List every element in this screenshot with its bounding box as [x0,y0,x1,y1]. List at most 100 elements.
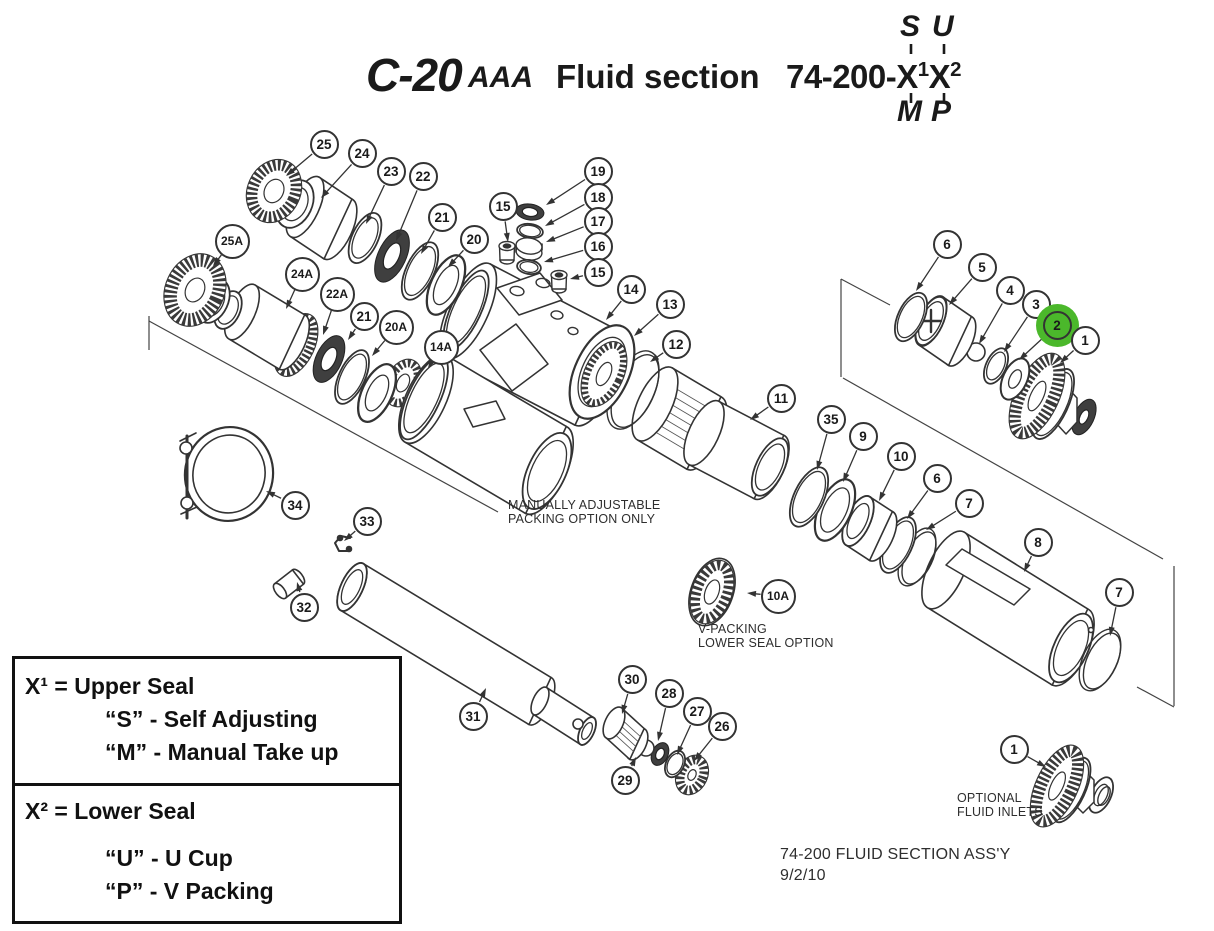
callout-balloon-7[interactable]: 7 [1104,577,1134,607]
callout-balloon-20A[interactable]: 20A [378,309,414,345]
optional-fluid-inlets-note-line-2: FLUID INLETS [957,805,1043,819]
part-shape [521,432,573,510]
lower-seal-option-u-cup: “U” - U Cup [105,845,233,871]
callout-balloon-28[interactable]: 28 [654,678,684,708]
part-shape [496,272,563,316]
part-shape [550,269,568,294]
seal-code-legend: X¹ = Upper Seal “S” - Self Adjusting “M”… [12,656,402,924]
callout-balloon-8[interactable]: 8 [1023,527,1053,557]
part-number-prefix: 74-200- [786,58,897,95]
callout-balloon-21[interactable]: 21 [349,301,379,331]
part-shape [312,335,346,383]
upper-seal-option-s: S [900,10,921,43]
part-shape [479,323,549,392]
callout-balloon-14[interactable]: 14 [616,274,646,304]
callout-balloon-15[interactable]: 15 [488,191,518,221]
lower-seal-option-v-packing: “P” - V Packing [105,878,274,904]
part-shape [442,269,490,351]
part-shape [535,277,551,289]
callout-balloon-7[interactable]: 7 [954,488,984,518]
part-shape [841,495,875,547]
upper-seal-option-m: M [897,95,922,128]
optional-fluid-inlets-note-line-1: OPTIONAL [957,791,1022,805]
part-shape [688,557,736,627]
part-shape [356,363,398,423]
callout-balloon-1[interactable]: 1 [999,734,1029,764]
part-shape [334,535,351,552]
lower-seal-option-u: U [932,10,954,43]
upper-seal-x: X [896,58,918,95]
lower-seal-sup: 2 [950,58,962,81]
callout-balloon-10A[interactable]: 10A [760,578,796,614]
part-shape [572,718,584,730]
part-shape [1087,626,1095,634]
part-shape [179,441,193,455]
assembly-date: 9/2/10 [780,867,826,884]
part-shape [272,568,306,600]
callout-balloon-26[interactable]: 26 [707,711,737,741]
callout-balloon-27[interactable]: 27 [682,696,712,726]
callout-balloon-5[interactable]: 5 [967,252,997,282]
v-packing-note-line-2: LOWER SEAL OPTION [698,636,834,650]
part-shape [1097,785,1111,807]
callout-balloon-25[interactable]: 25 [309,129,339,159]
callout-balloon-14A[interactable]: 14A [423,329,459,365]
callout-balloon-24[interactable]: 24 [347,138,377,168]
v-packing-note-line-1: V-PACKING [698,622,767,636]
callout-balloon-22[interactable]: 22 [408,161,438,191]
part-shape [515,237,543,255]
part-shape [336,534,344,542]
callout-balloon-15[interactable]: 15 [583,257,613,287]
callout-balloon-2-selected[interactable]: 2 [1042,310,1072,340]
callout-balloon-10[interactable]: 10 [886,441,916,471]
part-shape [345,545,353,553]
part-shape [945,548,1031,606]
callout-balloon-1[interactable]: 1 [1070,325,1100,355]
legend-divider [15,783,399,786]
part-shape [515,203,545,221]
assembly-title: 74-200 FLUID SECTION ASS'Y [780,846,1011,863]
callout-balloon-29[interactable]: 29 [610,765,640,795]
callout-balloon-24A[interactable]: 24A [284,256,320,292]
callout-balloon-6[interactable]: 6 [932,229,962,259]
lower-seal-x: X [928,58,951,95]
callout-balloon-32[interactable]: 32 [289,592,319,622]
callout-balloon-20[interactable]: 20 [459,224,489,254]
callout-balloon-31[interactable]: 31 [458,701,488,731]
callout-balloon-35[interactable]: 35 [816,404,846,434]
part-shape [399,355,449,441]
callout-balloon-25A[interactable]: 25A [214,223,250,259]
callout-balloon-30[interactable]: 30 [617,664,647,694]
callout-balloon-9[interactable]: 9 [848,421,878,451]
manually-adjustable-note-line-2: PACKING OPTION ONLY [508,512,656,526]
callout-balloon-34[interactable]: 34 [280,490,310,520]
part-shape [1082,632,1122,690]
part-shape [400,241,440,301]
callout-balloon-6[interactable]: 6 [922,463,952,493]
callout-balloon-4[interactable]: 4 [995,275,1025,305]
section-title: Fluid section [556,58,760,95]
part-shape [1071,398,1097,436]
callout-balloon-11[interactable]: 11 [766,383,796,413]
upper-seal-option-manual-take-up: “M” - Manual Take up [105,739,339,765]
callout-balloon-19[interactable]: 19 [583,156,613,186]
part-shape [516,258,542,276]
callout-balloon-22A[interactable]: 22A [319,276,355,312]
part-shape [425,254,467,316]
manually-adjustable-note-line-1: MANUALLY ADJUSTABLE [508,498,661,512]
callout-balloon-13[interactable]: 13 [655,289,685,319]
part-shape [893,291,929,343]
callout-balloon-12[interactable]: 12 [661,329,691,359]
part-shape [180,496,194,510]
callout-balloon-3[interactable]: 3 [1021,289,1051,319]
series-code: AAA [468,61,533,94]
part-shape [550,310,564,320]
callout-balloon-33[interactable]: 33 [352,506,382,536]
callout-balloon-21[interactable]: 21 [427,202,457,232]
callout-balloon-16[interactable]: 16 [583,231,613,261]
callout-balloon-23[interactable]: 23 [376,156,406,186]
